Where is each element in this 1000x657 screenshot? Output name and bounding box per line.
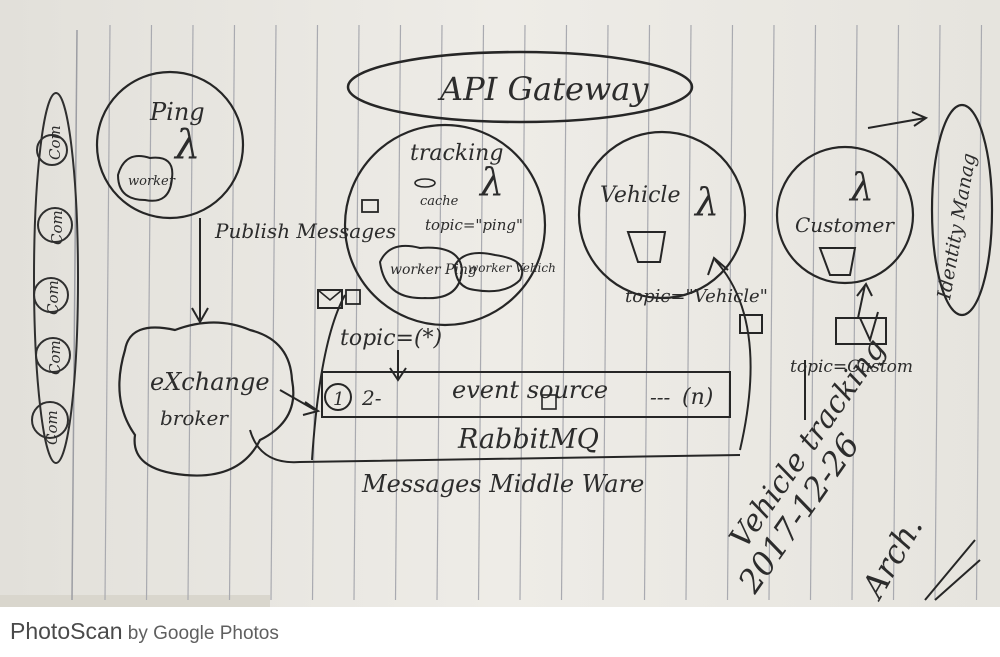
ruled-line: [934, 24, 941, 601]
tracking-lambda: λ: [478, 160, 504, 204]
vehicle-message-icon: [739, 314, 763, 334]
customer-title: Customer: [795, 213, 895, 237]
ruled-line: [851, 24, 858, 601]
customer-circle: [775, 145, 915, 285]
vehicle-db-icon: [626, 231, 667, 263]
customer-db-icon: [818, 247, 857, 276]
envelope-icon: [361, 199, 379, 213]
middleware-label: Messages Middle Ware: [361, 470, 644, 498]
worker-vehicle-cloud: [453, 252, 524, 293]
publish-arrow: [191, 218, 209, 325]
ruled-line: [311, 24, 319, 601]
ping-worker: worker: [128, 174, 176, 189]
tracking-topic: topic="ping": [425, 216, 523, 234]
broker-label: broker: [160, 406, 229, 430]
brand-main: PhotoScan: [10, 618, 123, 644]
ruled-line: [975, 24, 983, 601]
customer-topic: topic=Custom: [790, 357, 913, 377]
event-last: (n): [682, 385, 713, 410]
side-label: Com: [43, 410, 61, 445]
notebook-page: Com Com Com Com Com API Gateway Ping λ w…: [0, 0, 1000, 607]
ruled-line: [892, 24, 900, 601]
tracking-circle: [343, 123, 547, 327]
ping-circle: [95, 70, 245, 220]
worker-cloud: [116, 155, 174, 202]
scanned-photo: Com Com Com Com Com API Gateway Ping λ w…: [0, 0, 1000, 607]
service-stack: [31, 92, 79, 464]
tracking-title: tracking: [410, 141, 503, 166]
database-icon: [541, 394, 557, 410]
cache-icon: [414, 178, 436, 188]
ruled-line: [643, 24, 651, 601]
vehicle-title: Vehicle: [600, 183, 680, 208]
vehicle-arrow: [707, 256, 752, 451]
worker-ping-label: worker Ping: [390, 262, 477, 278]
identity-arrow: [867, 111, 929, 129]
worker-vehicle-label: worker Vehich: [468, 261, 556, 275]
ruled-line: [353, 24, 360, 601]
ruled-line: [228, 24, 236, 601]
event-source-bar: [321, 371, 731, 418]
cache-label: cache: [420, 194, 459, 209]
brand-watermark: PhotoScan by Google Photos: [10, 618, 279, 645]
exchange-arrow: [279, 389, 321, 416]
exchange-label: eXchange: [150, 368, 270, 396]
ping-title: Ping: [149, 98, 205, 126]
customer-lambda: λ: [848, 165, 874, 209]
event-second: 2-: [361, 386, 382, 410]
gateway-oval: [346, 50, 694, 124]
lambda-icon: λ: [173, 122, 200, 168]
ruled-line: [602, 24, 609, 601]
ruled-line: [145, 24, 153, 601]
customer-arrow: [856, 282, 873, 319]
side-label: Com: [46, 125, 64, 160]
publish-label: Publish Messages: [214, 219, 396, 243]
footer: [0, 607, 1000, 657]
topic-all: topic=(*): [340, 326, 442, 351]
side-label: Com: [44, 280, 62, 315]
event-dots: ---: [650, 385, 671, 409]
return-line: [311, 294, 346, 461]
event-source-label: event source: [452, 376, 608, 404]
side-label: Com: [48, 210, 66, 245]
vehicle-topic: topic="Vehicle": [625, 286, 768, 307]
worker-ping-cloud: [378, 244, 464, 300]
identity-oval: [930, 103, 994, 317]
ruled-line: [726, 24, 734, 601]
service-labels: Com Com Com Com Com: [43, 125, 66, 445]
gateway-label: API Gateway: [437, 70, 649, 108]
side-label: Com: [46, 340, 64, 375]
signature: [924, 539, 981, 601]
rabbit-outline: [249, 429, 741, 464]
ruled-line: [270, 24, 277, 601]
ruled-line: [104, 24, 111, 601]
brand-sub: by Google Photos: [122, 623, 279, 644]
vehicle-circle: [577, 130, 747, 300]
vehicle-lambda: λ: [693, 180, 719, 224]
ruled-line: [685, 24, 692, 601]
ruled-line: [436, 24, 443, 601]
event-first: 1: [333, 389, 344, 410]
ruled-line: [187, 24, 194, 601]
ruled-line: [809, 24, 817, 601]
ruled-line: [768, 24, 775, 601]
rabbitmq-label: RabbitMQ: [457, 424, 599, 455]
exchange-cloud: [118, 321, 295, 477]
